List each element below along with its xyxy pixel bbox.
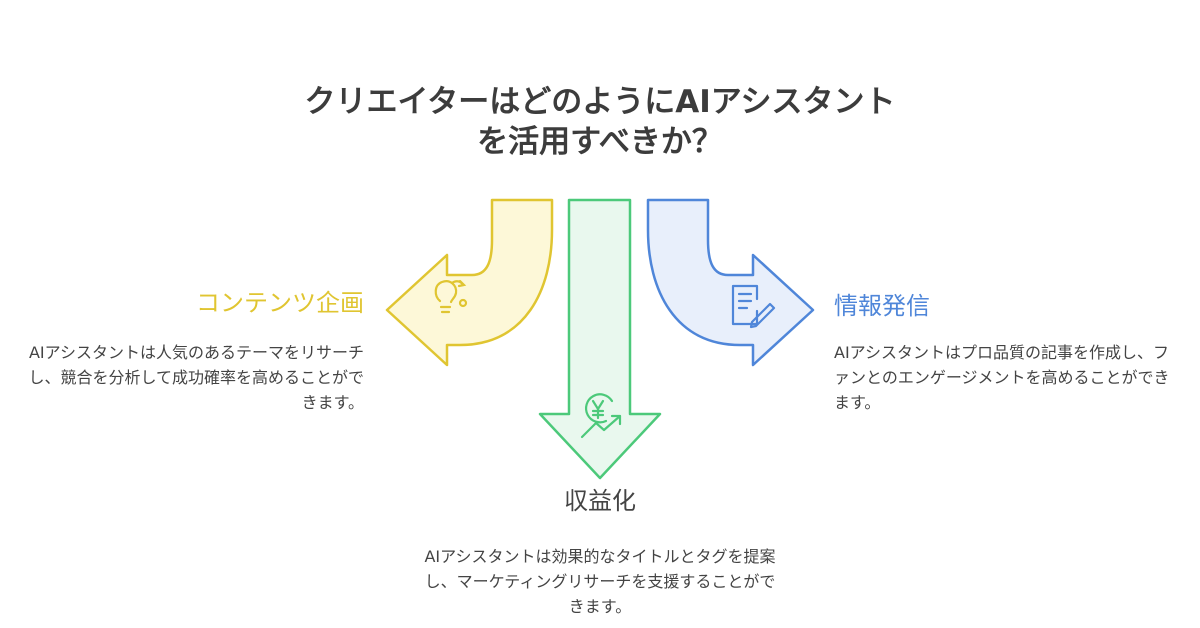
publishing-heading: 情報発信 (834, 292, 930, 320)
title-line-1: クリエイターはどのようにAIアシスタント (304, 84, 896, 120)
content-arrow-shape (385, 198, 554, 367)
content-planning-description: AIアシスタントは人気のあるテーマをリサーチし、競合を分析して成功確率を高めるこ… (28, 343, 364, 412)
yen-growth-icon (580, 393, 622, 439)
content-planning-arrow (385, 198, 554, 367)
lightbulb-icon (434, 279, 468, 314)
monetization-arrow (538, 198, 662, 480)
monetize-arrow-shape (538, 198, 662, 480)
publishing-arrow (646, 198, 815, 367)
publish-arrow-shape (646, 198, 815, 367)
monetization-heading: 収益化 (564, 487, 636, 515)
monetization-description: AIアシスタントは効果的なタイトルとタグを提案し、マーケティングリサーチを支援す… (424, 547, 776, 616)
publishing-description: AIアシスタントはプロ品質の記事を作成し、ファンとのエンゲージメントを高めること… (834, 343, 1170, 412)
content-planning-heading: コンテンツ企画 (196, 289, 364, 317)
diagram-title: クリエイターはどのようにAIアシスタント を活用すべきか？ (300, 82, 900, 162)
title-line-2: を活用すべきか？ (477, 124, 723, 160)
document-pen-icon (731, 284, 776, 329)
